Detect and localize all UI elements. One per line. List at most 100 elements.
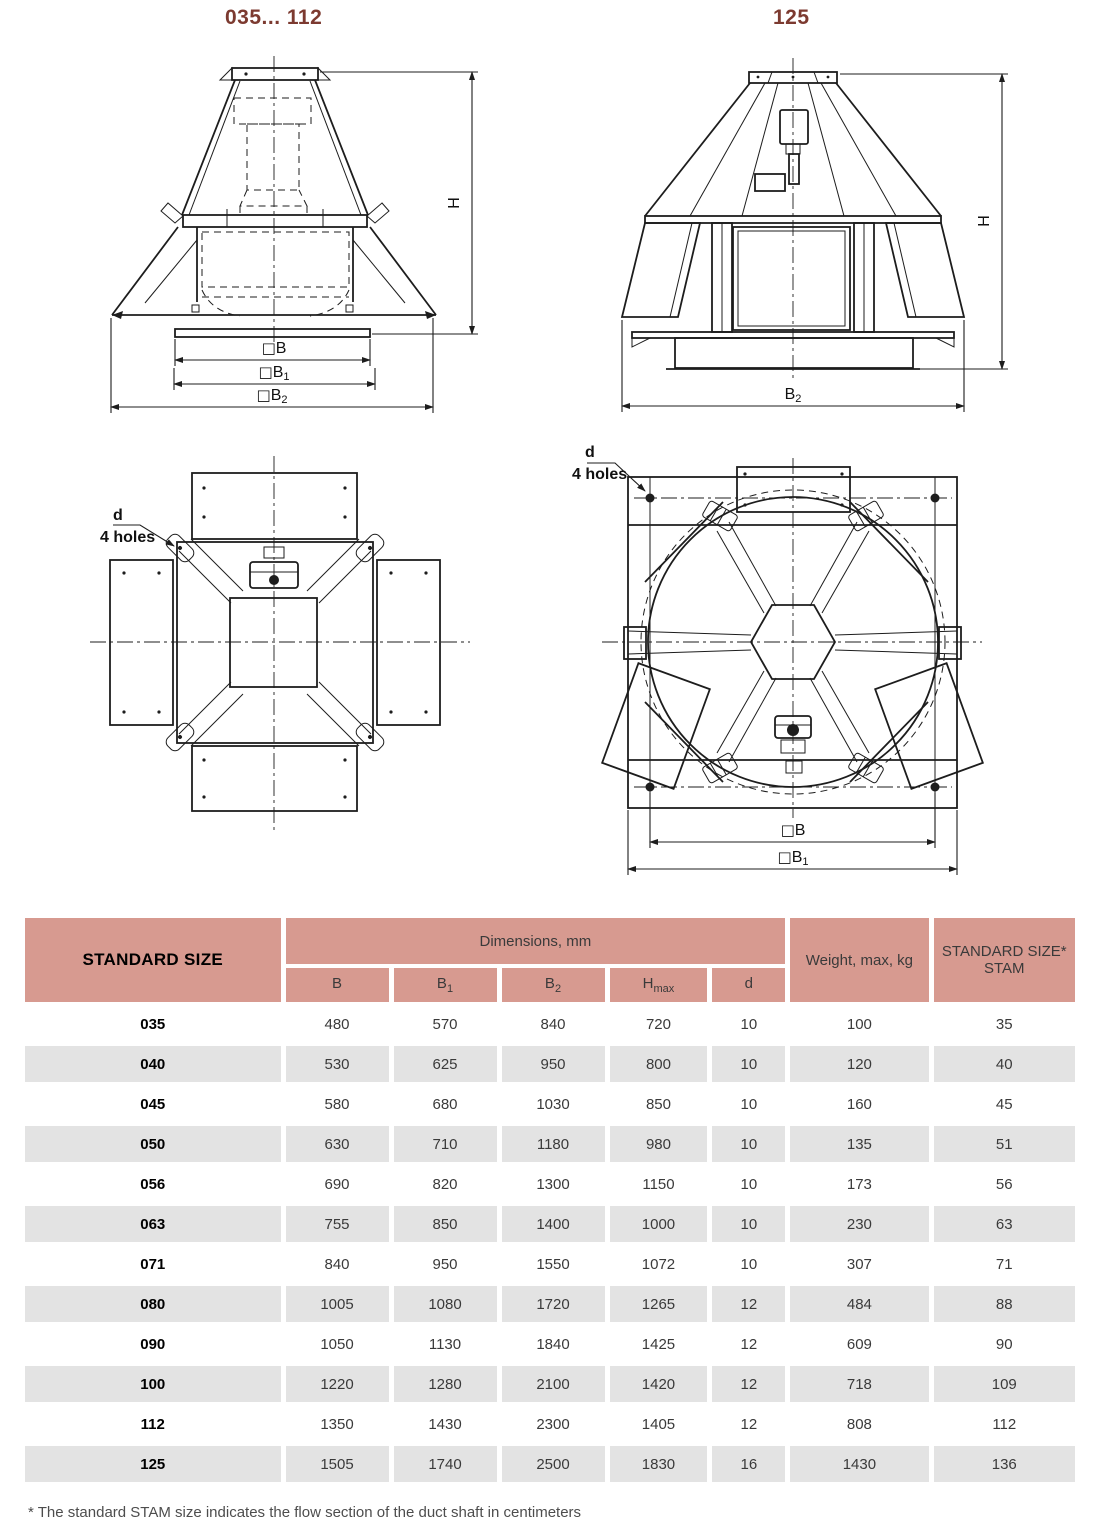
- cell-stam: 40: [933, 1046, 1075, 1082]
- cell-hmax: 1000: [609, 1206, 708, 1242]
- cell-stam: 112: [933, 1406, 1075, 1442]
- cell-d: 10: [712, 1206, 786, 1242]
- hole-callout: d 4 holes: [572, 444, 646, 492]
- hole-diameter-label: d: [585, 444, 595, 461]
- cell-b2: 950: [501, 1046, 605, 1082]
- cell-weight: 609: [790, 1326, 929, 1362]
- dim-label-b1: □B1: [778, 848, 809, 868]
- dim-label-h: H: [976, 215, 993, 227]
- cell-b2: 1300: [501, 1166, 605, 1202]
- fan-plan-outline: [90, 456, 470, 832]
- cell-weight: 307: [790, 1246, 929, 1282]
- cell-stam: 71: [933, 1246, 1075, 1282]
- cell-stam: 136: [933, 1446, 1075, 1482]
- cell-b2: 1400: [501, 1206, 605, 1242]
- drawing-plan-view-125: d 4 holes □B □B1: [572, 444, 984, 875]
- cell-b1: 710: [393, 1126, 497, 1162]
- drawing-title-035-112: 035... 112: [225, 6, 323, 29]
- dimension-b2: B2: [621, 320, 965, 412]
- dimensions-table: STANDARD SIZE Dimensions, mm Weight, max…: [20, 914, 1080, 1486]
- cell-stam: 45: [933, 1086, 1075, 1122]
- cell-b2: 1550: [501, 1246, 605, 1282]
- dimension-b1: □B1: [173, 363, 376, 390]
- cell-b: 1005: [285, 1286, 389, 1322]
- cell-hmax: 1420: [609, 1366, 708, 1402]
- cell-b2: 1180: [501, 1126, 605, 1162]
- cell-b1: 1430: [393, 1406, 497, 1442]
- cell-d: 16: [712, 1446, 786, 1482]
- cell-hmax: 980: [609, 1126, 708, 1162]
- cell-weight: 230: [790, 1206, 929, 1242]
- fan-body-outline: [111, 56, 437, 342]
- col-header-stam: STANDARD SIZE* STAM: [933, 918, 1075, 1002]
- cell-size: 125: [25, 1446, 281, 1482]
- hole-count-label: 4 holes: [572, 466, 627, 483]
- cell-d: 12: [712, 1326, 786, 1362]
- cell-hmax: 1150: [609, 1166, 708, 1202]
- cell-b: 840: [285, 1246, 389, 1282]
- cell-b: 480: [285, 1006, 389, 1042]
- col-header-b2: B2: [501, 968, 605, 1002]
- cell-hmax: 800: [609, 1046, 708, 1082]
- hole-callout: d 4 holes: [100, 507, 175, 547]
- cell-b2: 2100: [501, 1366, 605, 1402]
- cell-stam: 35: [933, 1006, 1075, 1042]
- col-header-b1: B1: [393, 968, 497, 1002]
- dimension-b: □B: [649, 793, 936, 848]
- dim-label-b2: B2: [785, 386, 802, 405]
- cell-size: 056: [25, 1166, 281, 1202]
- cell-weight: 484: [790, 1286, 929, 1322]
- dimension-b: □B: [174, 339, 371, 366]
- col-header-d: d: [712, 968, 786, 1002]
- dimension-h: H: [320, 71, 478, 335]
- dim-label-h: H: [446, 197, 463, 209]
- cell-hmax: 720: [609, 1006, 708, 1042]
- cell-b: 1505: [285, 1446, 389, 1482]
- dimension-b1: □B1: [627, 810, 958, 875]
- cell-hmax: 1405: [609, 1406, 708, 1442]
- cell-d: 10: [712, 1246, 786, 1282]
- stam-header-line2: STAM: [983, 960, 1025, 977]
- square-symbol: □: [781, 821, 795, 839]
- col-header-standard-size: STANDARD SIZE: [25, 918, 281, 1002]
- cell-weight: 160: [790, 1086, 929, 1122]
- cell-size: 045: [25, 1086, 281, 1122]
- col-header-weight: Weight, max, kg: [790, 918, 929, 1002]
- cell-size: 100: [25, 1366, 281, 1402]
- cell-hmax: 850: [609, 1086, 708, 1122]
- cell-d: 12: [712, 1366, 786, 1402]
- cell-hmax: 1265: [609, 1286, 708, 1322]
- cell-b2: 1840: [501, 1326, 605, 1362]
- mounting-hole: [645, 493, 655, 503]
- cell-b1: 625: [393, 1046, 497, 1082]
- mounting-hole: [645, 782, 655, 792]
- cell-hmax: 1072: [609, 1246, 708, 1282]
- mounting-hole: [930, 493, 940, 503]
- cell-d: 10: [712, 1126, 786, 1162]
- cell-stam: 88: [933, 1286, 1075, 1322]
- cell-d: 10: [712, 1086, 786, 1122]
- cell-b1: 1130: [393, 1326, 497, 1362]
- square-symbol: □: [778, 848, 792, 866]
- cell-b: 630: [285, 1126, 389, 1162]
- cell-d: 12: [712, 1286, 786, 1322]
- cell-size: 071: [25, 1246, 281, 1282]
- cell-b1: 1280: [393, 1366, 497, 1402]
- cell-b1: 820: [393, 1166, 497, 1202]
- cell-weight: 100: [790, 1006, 929, 1042]
- cell-d: 10: [712, 1006, 786, 1042]
- cell-weight: 1430: [790, 1446, 929, 1482]
- cell-size: 090: [25, 1326, 281, 1362]
- cell-d: 10: [712, 1166, 786, 1202]
